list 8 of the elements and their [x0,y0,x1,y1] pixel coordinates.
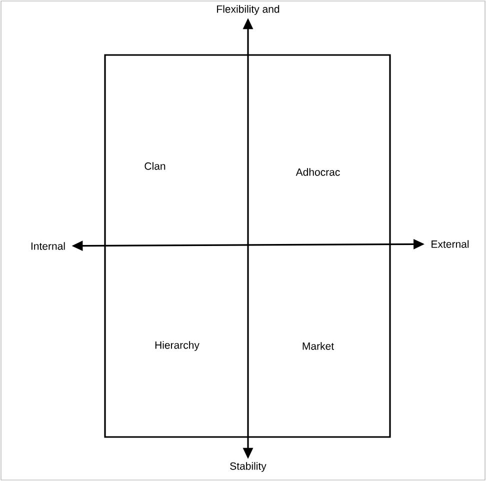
quadrant-label: Adhocrac [296,168,340,176]
axis-label: Internal [31,242,65,250]
quadrant-label: Hierarchy [155,341,200,351]
quadrant-label: Market [302,342,334,350]
axis-label: Flexibility and [217,5,280,15]
axis-label: External [432,240,469,248]
axis-label: Stability [230,462,266,472]
quadrant-label: Clan [144,162,166,170]
